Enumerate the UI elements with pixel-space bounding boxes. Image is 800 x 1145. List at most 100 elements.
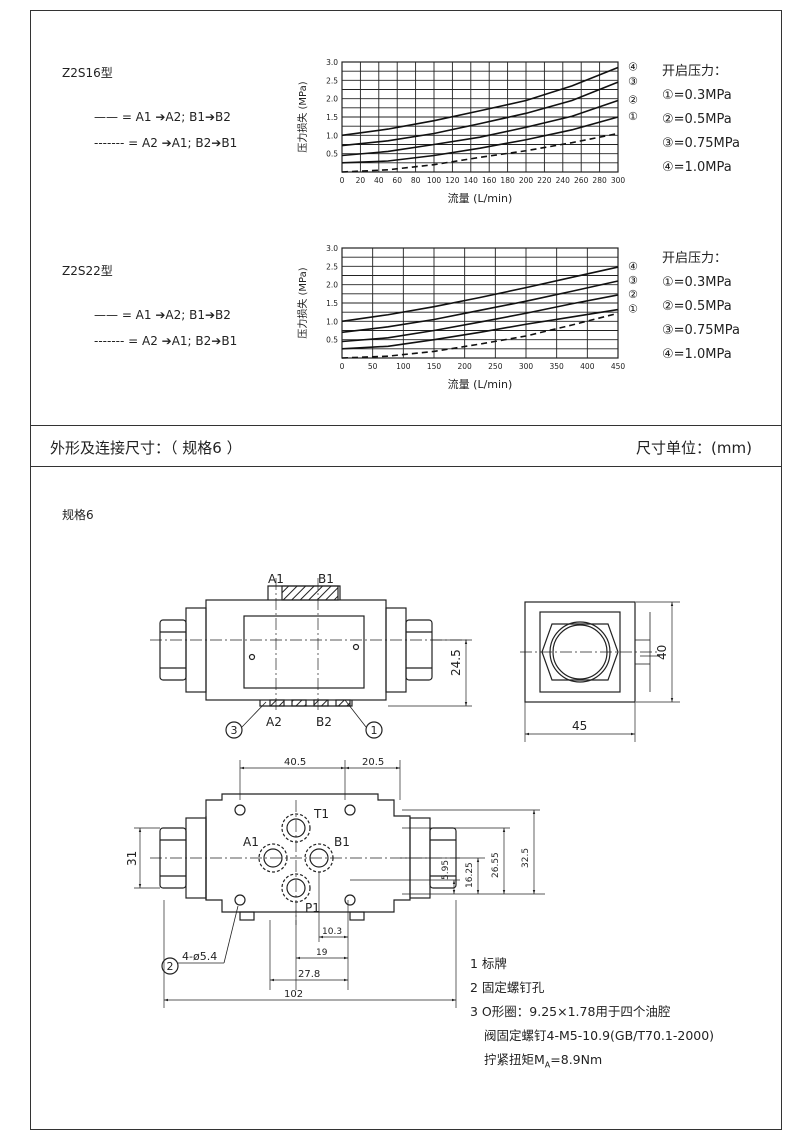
label-A1-top: A1 <box>243 835 259 849</box>
series-2 <box>341 294 619 343</box>
x-tick-label: 240 <box>556 176 571 185</box>
note-2: 2 固定螺钉孔 <box>470 980 545 995</box>
opening-item-4b: ④=1.0MPa <box>662 347 732 362</box>
y-tick-label: 1.0 <box>326 317 338 326</box>
dim-45: 45 <box>572 719 587 733</box>
dimension-section-title: 外形及连接尺寸：（ 规格6 ） <box>50 439 242 457</box>
label-A1-front: A1 <box>268 572 284 586</box>
note-3c: 拧紧扭矩MA=8.9Nm <box>484 1052 603 1070</box>
x-tick-label: 100 <box>427 176 442 185</box>
model-label-1: Z2S16型 <box>62 66 113 80</box>
callout-3: 3 <box>231 724 238 737</box>
y-tick-label: 2.5 <box>326 76 338 85</box>
top-view <box>134 760 545 1008</box>
label-T1: T1 <box>313 807 329 821</box>
series-label: ③ <box>628 75 638 88</box>
x-axis-label: 流量 (L/min) <box>448 191 513 205</box>
divider-top <box>30 425 782 426</box>
opening-item-1: ①=0.3MPa <box>662 88 732 103</box>
series-label: ① <box>628 110 638 123</box>
x-tick-label: 0 <box>340 176 345 185</box>
y-tick-label: 2.0 <box>326 281 338 290</box>
front-view <box>150 578 472 739</box>
legend-solid-2: —— = A1 ➔A2; B1➔B2 <box>94 308 231 322</box>
y-axis-label: 压力损失 (MPa) <box>296 81 309 152</box>
y-tick-label: 0.5 <box>326 336 338 345</box>
series-1 <box>341 116 619 164</box>
unit-label: 尺寸单位：(mm) <box>636 439 752 457</box>
dim-10-3: 10.3 <box>322 927 342 937</box>
y-tick-label: 0.5 <box>326 150 338 159</box>
x-tick-label: 350 <box>550 362 565 371</box>
x-tick-label: 300 <box>519 362 534 371</box>
x-tick-label: 280 <box>592 176 607 185</box>
y-axis-label: 压力损失 (MPa) <box>296 267 309 338</box>
callout-2: 2 <box>167 960 174 973</box>
dim-24-5: 24.5 <box>449 649 463 676</box>
y-tick-label: 2.0 <box>326 95 338 104</box>
x-tick-label: 40 <box>374 176 384 185</box>
series-4 <box>341 266 619 323</box>
series-reverse-flow <box>341 132 619 173</box>
note-1: 1 标牌 <box>470 956 507 971</box>
y-tick-label: 1.5 <box>326 113 338 122</box>
x-tick-label: 220 <box>537 176 552 185</box>
series-reverse-flow <box>341 312 619 359</box>
x-tick-label: 80 <box>411 176 421 185</box>
y-tick-label: 3.0 <box>326 58 338 67</box>
series-3 <box>341 280 619 334</box>
dim-16-25: 16.25 <box>465 862 475 888</box>
dim-31: 31 <box>125 851 139 866</box>
y-tick-label: 2.5 <box>326 262 338 271</box>
x-tick-label: 250 <box>488 362 503 371</box>
label-P1: P1 <box>305 901 320 915</box>
dim-5-95: 5.95 <box>441 860 451 880</box>
series-label: ④ <box>628 61 638 74</box>
series-label: ③ <box>628 274 638 287</box>
note-3: 3 O形圈：9.25×1.78用于四个油腔 <box>470 1004 671 1019</box>
x-tick-label: 140 <box>464 176 479 185</box>
dim-19: 19 <box>316 948 328 958</box>
model-label-2: Z2S22型 <box>62 264 113 278</box>
dim-26-55: 26.55 <box>491 852 501 878</box>
x-tick-label: 400 <box>580 362 595 371</box>
series-label: ② <box>628 94 638 107</box>
x-tick-label: 50 <box>368 362 378 371</box>
drawing-title: 规格6 <box>62 508 94 522</box>
legend-solid-1: —— = A1 ➔A2; B1➔B2 <box>94 110 231 124</box>
dim-32-5: 32.5 <box>521 848 531 868</box>
dim-40: 40 <box>655 645 669 660</box>
legend-dash-1: ------- = A2 ➔A1; B2➔B1 <box>94 136 238 150</box>
y-tick-label: 3.0 <box>326 244 338 253</box>
series-4 <box>341 66 619 137</box>
dim-40-5: 40.5 <box>284 757 306 768</box>
x-tick-label: 100 <box>396 362 411 371</box>
dim-102: 102 <box>284 989 303 1000</box>
series-label: ② <box>628 288 638 301</box>
side-view <box>520 601 680 742</box>
x-tick-label: 200 <box>458 362 473 371</box>
opening-title-1: 开启压力： <box>662 64 728 79</box>
hole-spec: 4-ø5.4 <box>182 950 217 963</box>
x-tick-label: 20 <box>356 176 366 185</box>
x-tick-label: 60 <box>392 176 402 185</box>
opening-item-1b: ①=0.3MPa <box>662 275 732 290</box>
opening-item-3: ③=0.75MPa <box>662 136 740 151</box>
x-tick-label: 180 <box>500 176 515 185</box>
x-tick-label: 450 <box>611 362 626 371</box>
opening-title-2: 开启压力： <box>662 251 728 266</box>
label-B1-front: B1 <box>318 572 334 586</box>
outer-frame <box>30 10 782 1130</box>
y-tick-label: 1.5 <box>326 299 338 308</box>
divider-bottom <box>30 466 782 467</box>
label-A2: A2 <box>266 715 282 729</box>
note-3b: 阀固定螺钉4-M5-10.9(GB/T70.1-2000) <box>484 1028 715 1043</box>
series-label: ④ <box>628 260 638 273</box>
opening-item-4: ④=1.0MPa <box>662 160 732 175</box>
x-tick-label: 200 <box>519 176 534 185</box>
callout-1: 1 <box>371 724 378 737</box>
series-label: ① <box>628 303 638 316</box>
